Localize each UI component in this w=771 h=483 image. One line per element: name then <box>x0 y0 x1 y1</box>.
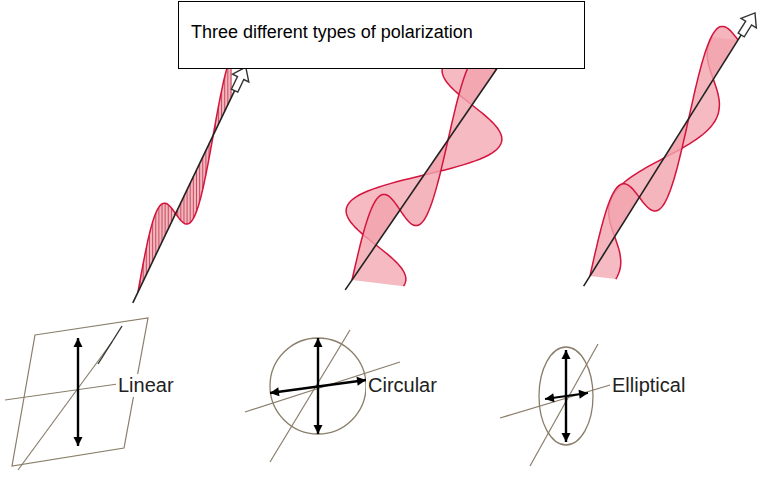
wave-curve <box>352 54 496 280</box>
propagation-axis <box>98 326 122 364</box>
field-arrowhead <box>357 377 367 386</box>
reference-axis <box>530 344 598 466</box>
title-text: Three different types of polarization <box>191 22 473 43</box>
propagation-axis <box>345 65 499 290</box>
field-hatch <box>165 203 166 235</box>
reference-axis <box>18 342 112 470</box>
polarization-circle <box>270 338 366 434</box>
field-hatch <box>168 205 169 229</box>
propagation-arrow <box>231 67 248 92</box>
field-hatch <box>155 213 156 255</box>
title-box: Three different types of polarization <box>178 1 585 69</box>
field-arrowhead <box>74 437 83 446</box>
field-arrowhead <box>74 338 83 347</box>
field-hatch <box>190 183 191 222</box>
field-vector <box>270 380 366 393</box>
wave-curve <box>590 26 738 276</box>
polarization-label: Elliptical <box>610 374 687 397</box>
field-hatch <box>149 234 150 268</box>
field-hatch <box>227 65 228 104</box>
field-hatch <box>196 170 197 211</box>
wave-fill <box>590 26 738 276</box>
field-hatch <box>187 190 188 224</box>
field-hatch <box>180 203 181 221</box>
field-arrowhead <box>314 425 323 434</box>
wave-fill <box>352 54 496 280</box>
field-hatch <box>152 222 153 261</box>
field-arrowhead <box>270 387 280 396</box>
field-hatch <box>158 207 159 248</box>
propagation-axis <box>584 35 742 286</box>
polarization-label: Circular <box>366 374 439 397</box>
field-arrowhead <box>314 338 323 347</box>
field-hatch <box>193 177 194 219</box>
field-arrowhead <box>562 350 571 359</box>
propagation-axis <box>133 91 235 303</box>
field-arrowhead <box>562 433 571 442</box>
field-hatch <box>162 204 163 242</box>
polarization-ellipse <box>539 347 593 445</box>
wave-fill <box>138 54 232 292</box>
polarization-label: Linear <box>116 374 176 397</box>
reference-axis <box>270 330 350 462</box>
propagation-arrow <box>738 13 756 37</box>
field-arrowhead <box>579 390 589 399</box>
field-hatch <box>183 196 184 223</box>
wave-curve <box>138 54 232 292</box>
field-hatch <box>199 164 200 202</box>
field-arrowhead <box>545 393 555 402</box>
field-vector <box>77 338 79 446</box>
field-hatch <box>224 77 225 111</box>
